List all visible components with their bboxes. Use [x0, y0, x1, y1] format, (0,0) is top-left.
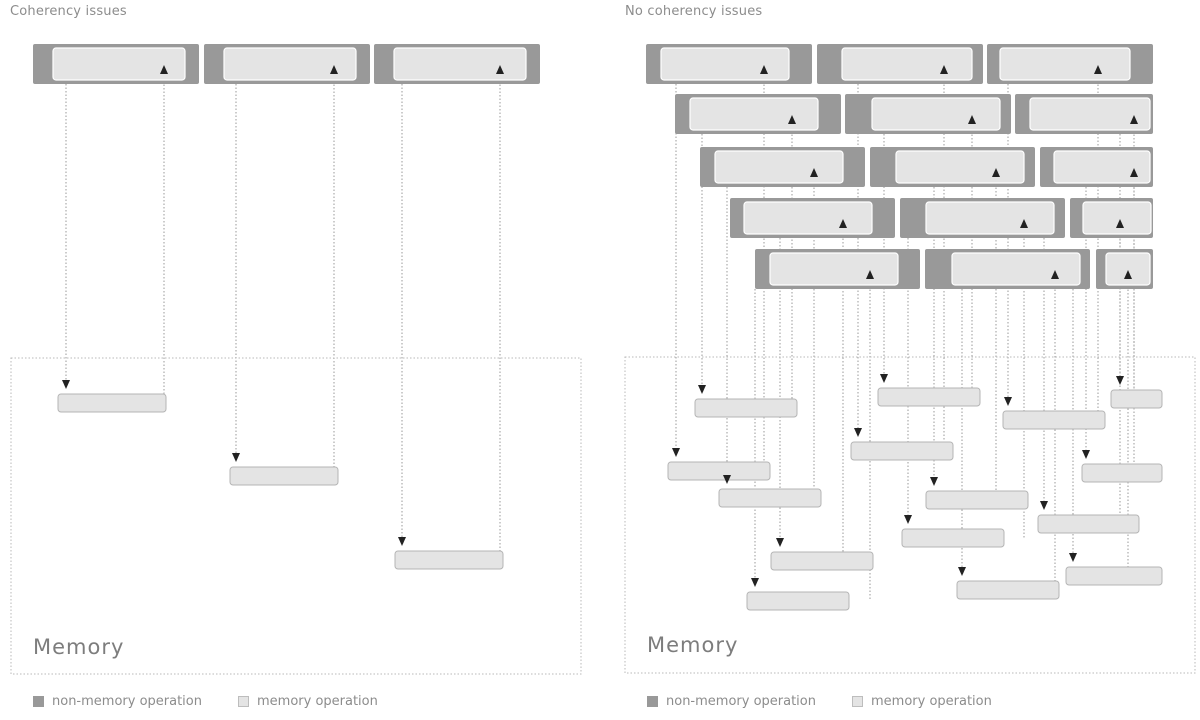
left-read-write-lines — [65, 74, 503, 561]
memory-op-box — [850, 441, 954, 461]
arrow-up-icon — [1130, 168, 1138, 177]
memory-operation — [223, 47, 357, 81]
arrow-down-icon — [1069, 553, 1077, 562]
arrow-up-icon — [1020, 219, 1028, 228]
arrow-up-icon — [839, 219, 847, 228]
memory-operation — [1029, 97, 1151, 131]
memory-operation — [925, 201, 1055, 235]
arrow-up-icon — [1130, 115, 1138, 124]
arrow-down-icon — [398, 537, 406, 546]
arrow-down-icon — [1116, 376, 1124, 385]
memory-op-box — [694, 398, 798, 418]
arrow-up-icon — [496, 65, 504, 74]
memory-operation — [1082, 201, 1152, 235]
arrow-up-icon — [810, 168, 818, 177]
arrow-up-icon — [1051, 270, 1059, 279]
memory-op-box — [718, 488, 822, 508]
memory-op-box — [1081, 463, 1163, 483]
memory-operation — [660, 47, 790, 81]
memory-operation — [769, 252, 899, 286]
arrow-down-icon — [672, 448, 680, 457]
arrow-up-icon — [1094, 65, 1102, 74]
right-memory-ops — [667, 374, 1163, 611]
arrow-up-icon — [940, 65, 948, 74]
arrow-down-icon — [723, 475, 731, 484]
memory-operation — [689, 97, 819, 131]
right-legend: non-memory operation memory operation — [647, 694, 1028, 709]
legend-non-memory-label: non-memory operation — [666, 694, 816, 709]
arrow-down-icon — [776, 538, 784, 547]
legend-memory: memory operation — [852, 694, 992, 709]
arrow-down-icon — [880, 374, 888, 383]
arrow-up-icon — [992, 168, 1000, 177]
memory-op-box — [956, 580, 1060, 600]
right-panel-title: No coherency issues — [625, 4, 763, 19]
memory-op-box — [57, 393, 167, 413]
arrow-down-icon — [232, 453, 240, 462]
legend-memory-label: memory operation — [871, 694, 992, 709]
memory-operation — [714, 150, 844, 184]
arrow-up-icon — [866, 270, 874, 279]
left-legend: non-memory operation memory operation — [33, 694, 414, 709]
memory-operation — [841, 47, 973, 81]
arrow-down-icon — [1082, 450, 1090, 459]
memory-operation — [743, 201, 873, 235]
memory-op-box — [229, 466, 339, 486]
arrow-down-icon — [1040, 501, 1048, 510]
memory-op-box — [877, 387, 981, 407]
memory-op-box — [1002, 410, 1106, 430]
arrow-up-icon — [1124, 270, 1132, 279]
memory-op-box — [746, 591, 850, 611]
arrow-down-icon — [930, 477, 938, 486]
right-memory-label: Memory — [647, 633, 738, 657]
legend-light-swatch — [238, 696, 249, 707]
legend-memory: memory operation — [238, 694, 378, 709]
legend-non-memory-label: non-memory operation — [52, 694, 202, 709]
memory-operation — [999, 47, 1131, 81]
arrow-down-icon — [904, 515, 912, 524]
left-panel-title: Coherency issues — [10, 4, 127, 19]
memory-operation — [1105, 252, 1151, 286]
memory-op-box — [1065, 566, 1163, 586]
memory-operation — [951, 252, 1081, 286]
memory-op-box — [1110, 389, 1163, 409]
memory-op-box — [1037, 514, 1140, 534]
arrow-up-icon — [1116, 219, 1124, 228]
arrow-down-icon — [698, 385, 706, 394]
memory-operation — [1053, 150, 1151, 184]
arrow-down-icon — [1004, 397, 1012, 406]
arrow-down-icon — [958, 567, 966, 576]
memory-operation — [393, 47, 527, 81]
arrow-down-icon — [751, 578, 759, 587]
arrow-down-icon — [854, 428, 862, 437]
left-operations — [33, 44, 540, 84]
memory-operation — [895, 150, 1025, 184]
memory-operation — [52, 47, 186, 81]
left-memory-region — [10, 357, 582, 675]
memory-op-box — [770, 551, 874, 571]
arrow-down-icon — [62, 380, 70, 389]
right-memory-region — [624, 356, 1196, 674]
legend-dark-swatch — [33, 696, 44, 707]
memory-op-box — [925, 490, 1029, 510]
arrow-up-icon — [330, 65, 338, 74]
left-memory-label: Memory — [33, 635, 124, 659]
memory-operation — [871, 97, 1001, 131]
arrow-up-icon — [760, 65, 768, 74]
arrow-up-icon — [160, 65, 168, 74]
arrow-up-icon — [968, 115, 976, 124]
arrow-up-icon — [788, 115, 796, 124]
left-memory-ops — [57, 380, 504, 570]
legend-non-memory: non-memory operation — [33, 694, 202, 709]
memory-op-box — [667, 461, 771, 481]
legend-non-memory: non-memory operation — [647, 694, 816, 709]
legend-memory-label: memory operation — [257, 694, 378, 709]
memory-op-box — [394, 550, 504, 570]
legend-dark-swatch — [647, 696, 658, 707]
legend-light-swatch — [852, 696, 863, 707]
right-operations — [646, 44, 1153, 289]
memory-op-box — [901, 528, 1005, 548]
